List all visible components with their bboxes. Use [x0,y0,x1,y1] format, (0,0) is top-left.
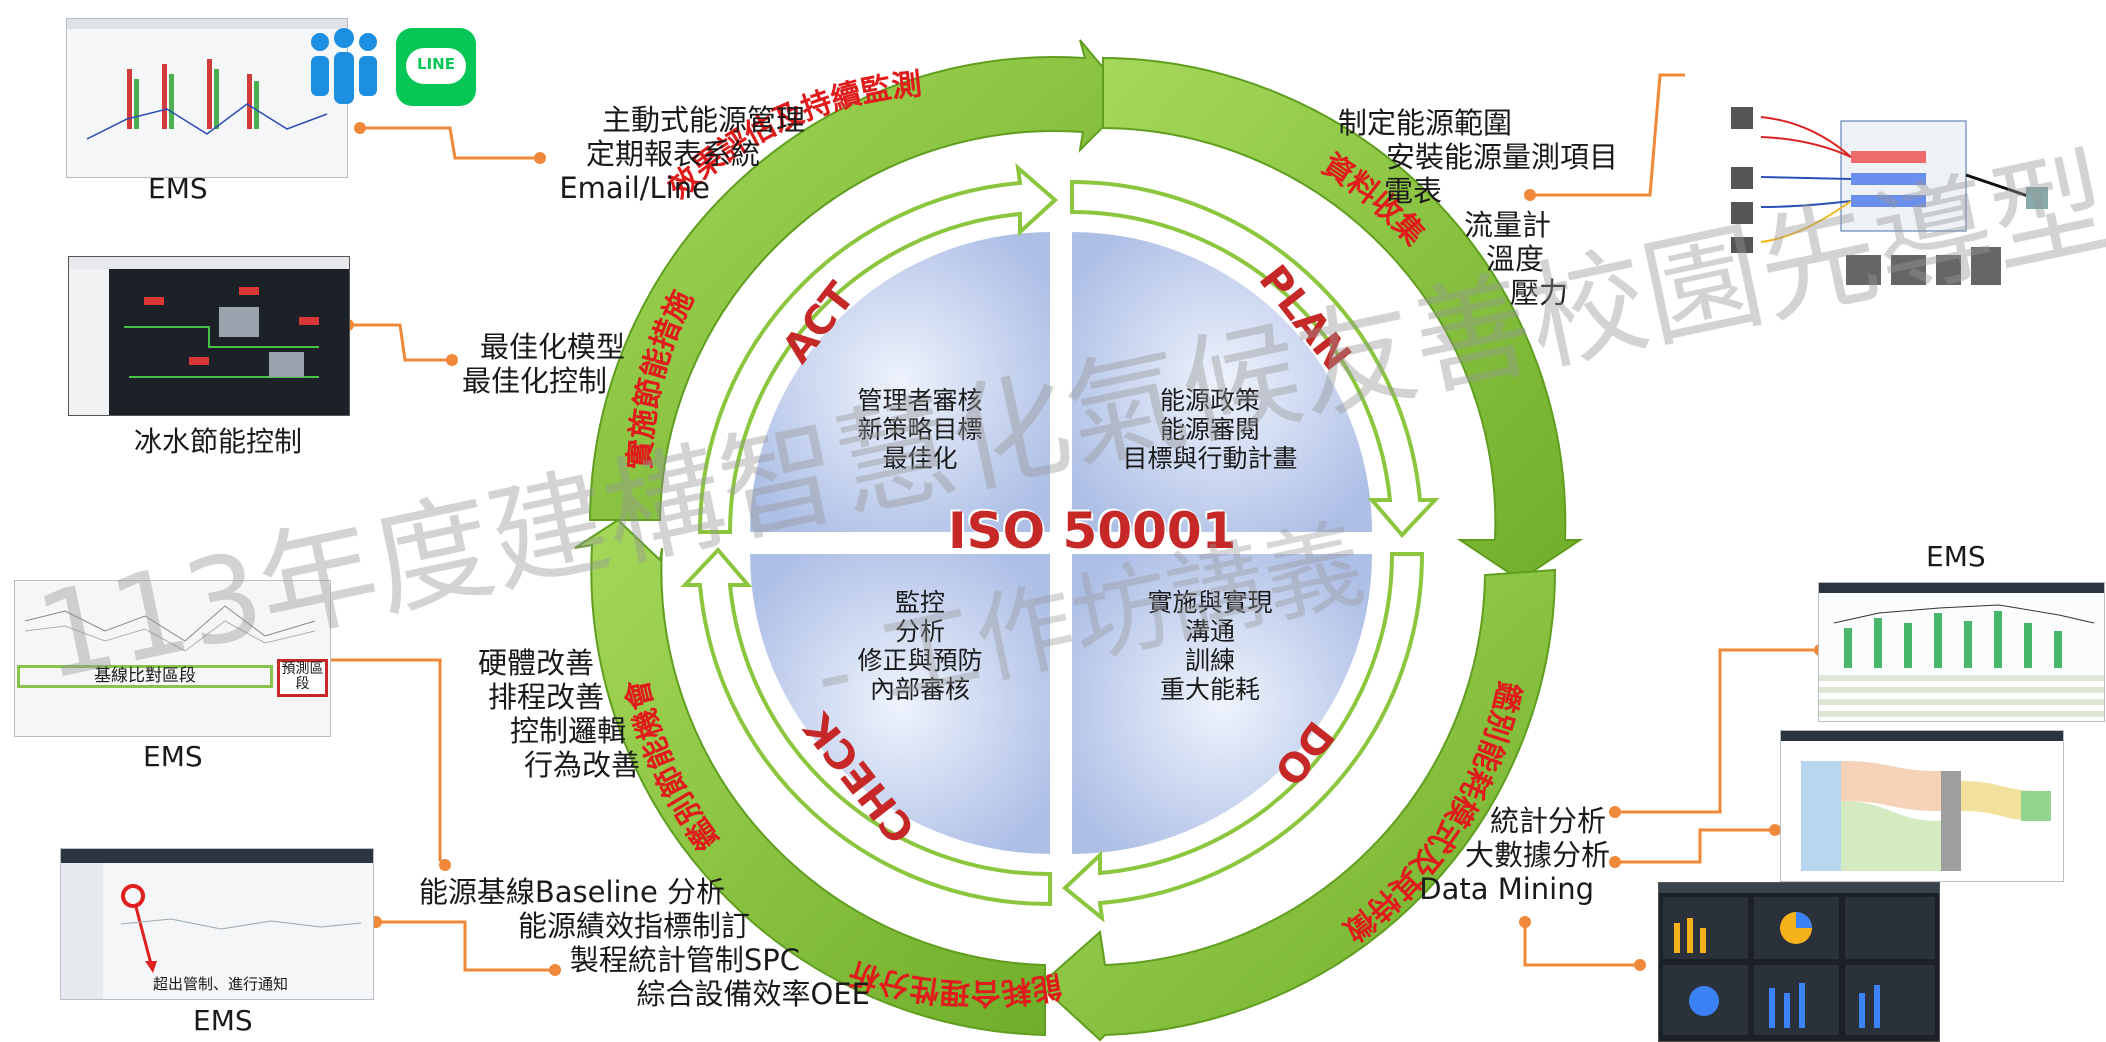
left-optimize-text: 最佳化模型最佳化控制 [461,330,625,398]
quadrant-text-check: 監控分析修正與預防內部審核 [857,588,983,704]
ems-mid-left-label: EMS [143,740,203,773]
right-collect-text: 制定能源範圍 安裝能源量測項目 電表 流量計 溫度 壓力 [1338,106,1619,310]
ems-chart-icon [86,59,328,140]
ems-mid-left-thumbnail: 基線比對區段 預測區段 [14,580,331,737]
ems-bottom-left-label: EMS [193,1004,253,1037]
quadrant-text-plan: 能源政策能源審閱目標與行動計畫 [1122,386,1298,473]
connector-collect [1530,73,1685,197]
sankey-thumbnail [1780,730,2064,882]
quadrant-act [750,232,1050,532]
ems-top-left-thumbnail [66,18,348,178]
alert-tag: 超出管制、進行通知 [153,975,289,993]
connector-analysis-3 [1523,922,1640,967]
baseline-tag: 基線比對區段 [17,665,273,688]
inner-arrows [680,163,1440,923]
connector-analysis-1 [1615,648,1820,814]
ems-top-left-label: EMS [148,172,208,205]
ring-segment-top-right [1102,56,1584,582]
line-logo-icon: LINE [396,28,476,106]
ems-right-label: EMS [1926,540,1986,573]
chiller-thumbnail [68,256,350,416]
quadrant-plan [1072,232,1372,532]
iot-architecture-thumbnail [1700,76,2072,310]
connector-ems-top [360,126,540,160]
inner-quadrants [750,232,1372,854]
inner-arrow-plan [1070,179,1440,538]
connector-analysis-2 [1615,828,1775,864]
quadrant-text-act: 管理者審核新策略目標最佳化 [857,386,983,473]
center-title: ISO 50001 [948,502,1237,560]
connector-ems-bottom [376,920,555,972]
quadrant-text-do: 實施與實現溝通訓練重大能耗 [1147,588,1273,704]
connectors [320,73,1820,972]
ems-right-thumbnail [1818,582,2105,722]
ring-segment-top-left [588,39,1132,521]
teams-logo-icon [300,28,388,106]
connector-chiller [348,323,452,362]
inner-arrow-do [1061,552,1425,923]
ring-segment-bottom-right [1038,568,1557,1042]
outer-ring [574,39,1584,1042]
connector-ems-mid [320,658,447,867]
left-improve-text: 硬體改善排程改善控制邏輯行為改善 [477,646,640,782]
quadrant-do [1072,554,1372,854]
quadrant-check [750,554,1050,854]
inner-arrow-check [680,547,1052,907]
predict-tag: 預測區段 [277,659,328,697]
inner-arrow-act [697,163,1059,534]
chiller-label: 冰水節能控制 [134,425,303,458]
ring-segment-bottom-left [574,518,1046,1037]
dashboard-thumbnail [1658,882,1940,1042]
ems-bottom-left-thumbnail: 超出管制、進行通知 [60,848,374,1000]
